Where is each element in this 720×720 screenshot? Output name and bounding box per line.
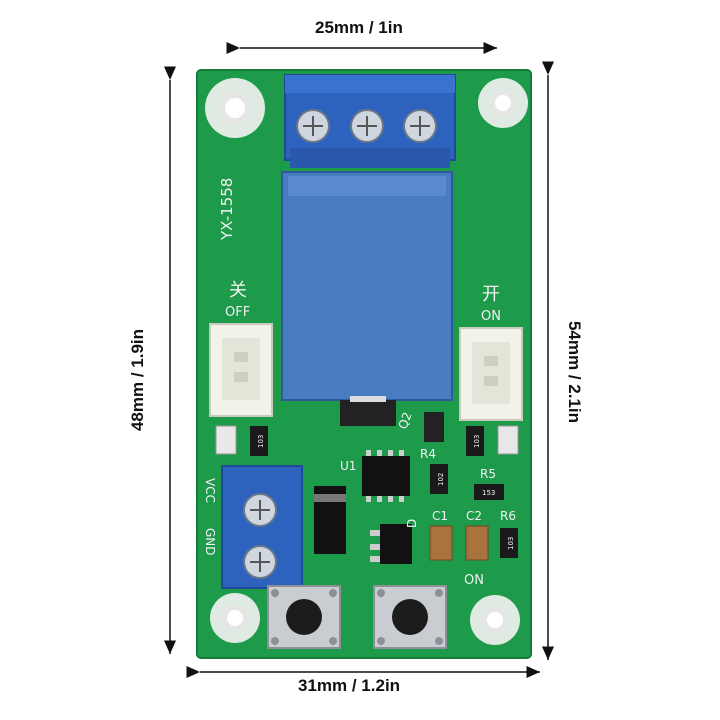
r6-label: R6 [500, 509, 516, 523]
resistor-103-right-label: 103 [473, 435, 481, 448]
on-chinese-label: 开 [482, 284, 500, 305]
voltage-regulator [370, 524, 412, 564]
on-jst-connector [459, 327, 523, 421]
relay [281, 171, 453, 401]
r4-label: R4 [420, 447, 436, 461]
resistor-102 [430, 464, 448, 494]
resistor-103-left-label: 103 [257, 435, 265, 448]
mounting-hole-top-right [478, 78, 528, 128]
resistor-103-right [466, 426, 484, 456]
resistor-153 [474, 484, 504, 500]
off-english-label: OFF [225, 305, 250, 320]
off-chinese-label: 关 [229, 280, 247, 301]
three-pin-screw-terminal [284, 74, 456, 168]
terminal-screw-1 [296, 109, 330, 143]
mounting-hole-bottom-left [210, 593, 260, 643]
c1-label: C1 [432, 509, 448, 523]
power-screw-terminal [221, 465, 303, 589]
mounting-hole-top-left [205, 78, 265, 138]
resistor-103-left [250, 426, 268, 456]
q2-label: Q2 [396, 410, 415, 431]
power-screw-1 [243, 493, 277, 527]
power-screw-2 [243, 545, 277, 579]
model-label: YX-1558 [218, 178, 236, 241]
capacitor-c1 [429, 525, 453, 561]
led-off [215, 425, 237, 455]
diode-d [314, 486, 346, 554]
vcc-label: VCC [203, 478, 217, 503]
on-button-label: ON [464, 573, 484, 588]
diode-q2-side [424, 412, 444, 442]
resistor-r6-label: 103 [507, 537, 515, 550]
resistor-153-label: 153 [482, 489, 495, 497]
bottom-dimension-label: 31mm / 1.2in [298, 676, 401, 695]
transistor-q2 [340, 396, 396, 426]
on-english-label: ON [481, 309, 501, 324]
push-button-left[interactable] [267, 585, 341, 649]
top-dimension-label: 25mm / 1in [315, 18, 403, 37]
u1-label: U1 [340, 459, 356, 473]
resistor-102-label: 102 [437, 473, 445, 486]
led-on [497, 425, 519, 455]
gnd-label: GND [203, 528, 217, 556]
terminal-screw-2 [350, 109, 384, 143]
r5-label: R5 [480, 467, 496, 481]
d-label: D [405, 519, 419, 528]
terminal-screw-3 [403, 109, 437, 143]
mounting-hole-bottom-right [470, 595, 520, 645]
capacitor-c2 [465, 525, 489, 561]
resistor-r6 [500, 528, 518, 558]
ic-u1 [362, 450, 410, 502]
c2-label: C2 [466, 509, 482, 523]
off-jst-connector [209, 323, 273, 417]
push-button-right[interactable] [373, 585, 447, 649]
